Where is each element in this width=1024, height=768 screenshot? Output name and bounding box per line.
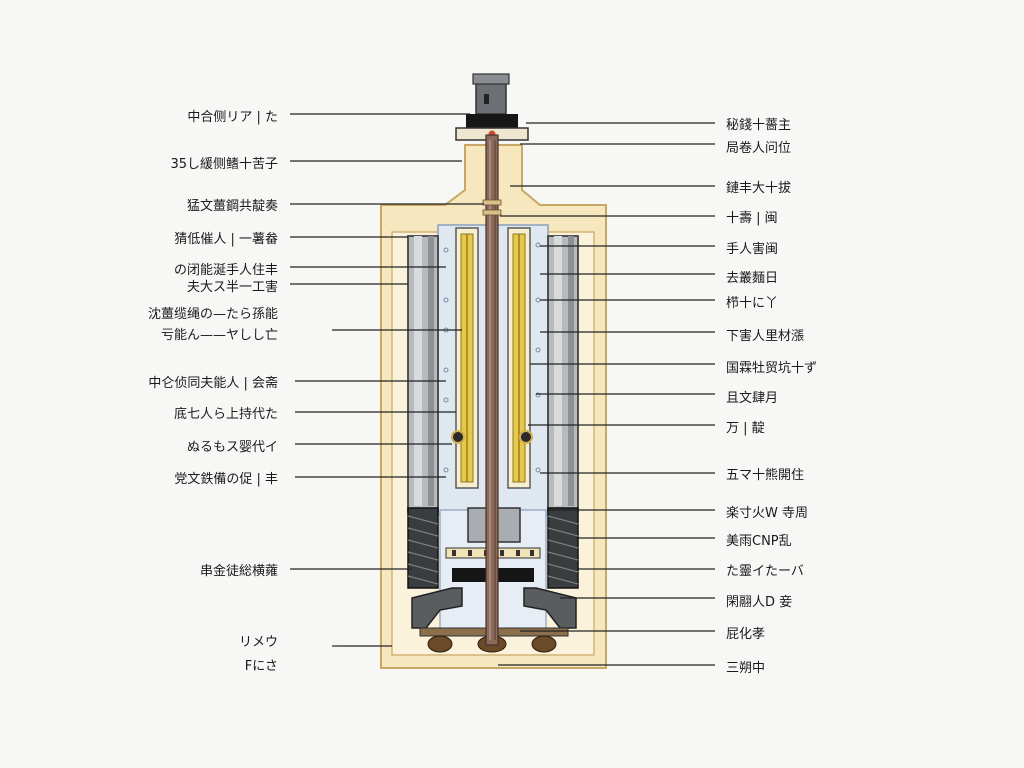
label-right-14: 美雨CNP乱 [726, 534, 792, 549]
label-right-15: た靈イたーバ [726, 564, 804, 579]
heater-terminal-right [519, 430, 533, 444]
black-collar [466, 114, 518, 128]
base-bracket-left [411, 587, 463, 629]
label-right-16: 閑翮人D 妾 [726, 594, 792, 610]
heater-terminal-left [451, 430, 465, 444]
label-right-13: 楽寸火W 寺周 [726, 505, 808, 521]
top-cap [455, 73, 529, 141]
label-left-1: 中合侧リア | た [187, 110, 278, 125]
label-right-11: 万 | 靛 [726, 421, 765, 436]
label-left-3: 猛文薑鋼共靛奏 [187, 199, 278, 214]
label-left-4: 猜低催人 | 一薯畚 [174, 232, 278, 247]
rod-collars [482, 199, 502, 216]
top-knob-cap [472, 73, 510, 85]
label-right-5: 手人害闽 [726, 241, 778, 257]
label-left-14: リメウ [239, 635, 278, 650]
label-right-2: 局卷人问位 [726, 140, 791, 156]
label-left-15: Fにさ [245, 659, 278, 674]
label-right-10: 且文肆月 [726, 391, 778, 406]
heater-panel-left [455, 227, 479, 489]
label-left-2: 35し緩侧鳍十苦子 [170, 156, 278, 172]
side-column-left [407, 235, 439, 513]
label-left-10: 底七人ら上持代た [174, 406, 278, 422]
bubble-dots [443, 242, 541, 473]
top-knob [475, 81, 507, 115]
label-left-7: 沈薑缆绳の—たら孫能 [148, 306, 278, 322]
coil-right [547, 507, 579, 589]
central-rod [485, 134, 499, 646]
label-left-11: ぬるもス婴代イ [187, 440, 278, 455]
label-left-9: 中仑侦同夫能人 | 会斋 [148, 375, 278, 391]
label-right-7: 栉十に丫 [726, 296, 778, 311]
leader-lines [290, 113, 715, 666]
side-column-right [547, 235, 579, 513]
label-right-4: 十壽 | 闽 [726, 211, 778, 226]
label-right-6: 去叢麵日 [726, 271, 778, 286]
label-right-1: 秘錢十薔主 [726, 117, 791, 133]
label-left-6: 夫大ス半一工害 [187, 279, 278, 295]
label-left-5: の闭能涎手人住丰 [174, 263, 278, 278]
heater-panel-right [507, 227, 531, 489]
label-right-3: 鏈丰大十拔 [726, 181, 791, 196]
label-right-12: 五マ十熊開住 [726, 467, 804, 483]
label-right-17: 屁化孝 [726, 627, 765, 642]
label-right-9: 国霖牡贸坑十ず [726, 361, 817, 376]
coil-left [407, 507, 439, 589]
label-left-13: 串金徒総横蕹 [200, 563, 278, 579]
label-right-8: 下害人里材漲 [726, 328, 804, 344]
label-left-8: 亏能ん——ヤしし亡 [161, 328, 278, 343]
knob-slot [484, 94, 489, 104]
label-left-12: 党文鉄備の促 | 丰 [174, 471, 278, 487]
label-right-18: 三朔中 [726, 661, 765, 676]
